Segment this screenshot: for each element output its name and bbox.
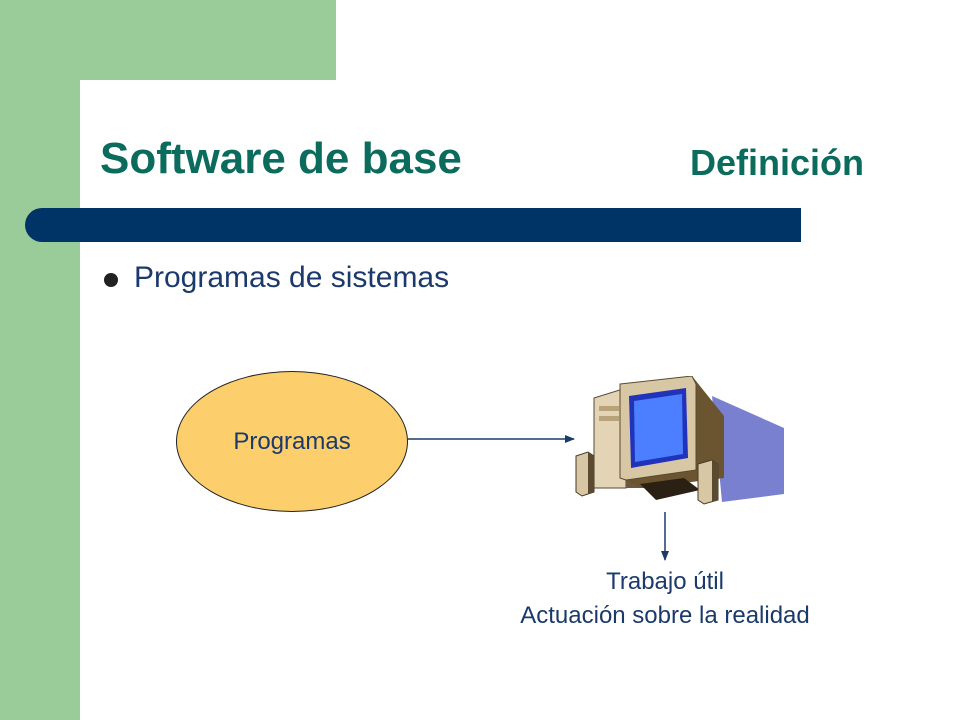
- result-line-1: Trabajo útil: [606, 568, 724, 595]
- bullet-text: Programas de sistemas: [134, 261, 450, 294]
- computer-icon: [575, 376, 784, 505]
- result-line-2: Actuación sobre la realidad: [520, 602, 810, 629]
- bullet-icon: [104, 273, 118, 287]
- programs-ellipse: Programas: [176, 371, 408, 512]
- title-divider: [25, 208, 801, 242]
- slide-subtitle: Definición: [690, 142, 865, 183]
- slide-title: Software de base: [100, 134, 462, 183]
- programs-label: Programas: [233, 427, 351, 455]
- sidebar-band: [0, 0, 80, 720]
- result-text: Trabajo útil Actuación sobre la realidad: [440, 565, 890, 633]
- top-band: [80, 0, 336, 80]
